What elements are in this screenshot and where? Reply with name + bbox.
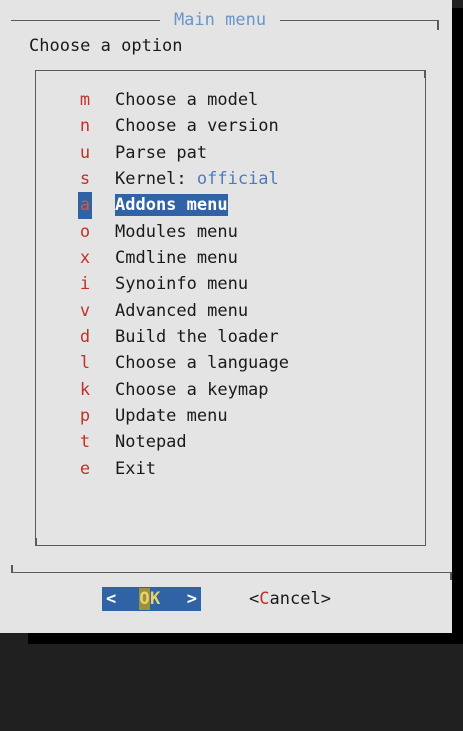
dialog-frame-top-right-corner [437, 20, 439, 30]
menu-item-hotkey: m [79, 90, 91, 110]
menu-item-12[interactable]: p Update menu [78, 403, 228, 429]
menu-item-label-text: Synoinfo menu [115, 274, 249, 295]
menu-item-0[interactable]: m Choose a model [78, 87, 258, 113]
menu-item-hotkey: l [79, 353, 91, 374]
menu-item-label: Modules menu [115, 219, 238, 245]
menu-item-label: Parse pat [115, 140, 207, 166]
menu-item-7[interactable]: i Synoinfo menu [78, 271, 248, 297]
menu-item-hotkey: v [79, 300, 91, 321]
menu-item-2[interactable]: u Parse pat [78, 140, 207, 166]
menu-item-label-text: Choose a model [115, 90, 259, 110]
menu-item-hotkey: o [79, 221, 91, 242]
menu-item-hotkey: s [79, 168, 91, 189]
menu-item-label: Choose a language [115, 350, 289, 376]
menu-item-6[interactable]: x Cmdline menu [78, 245, 238, 271]
menu-item-label: Kernel: official [115, 166, 279, 192]
cancel-button-hotkey: C [259, 589, 270, 609]
button-separator [11, 565, 452, 580]
menu-item-8[interactable]: v Advanced menu [78, 298, 248, 324]
dialog-shadow-bottom [28, 633, 463, 644]
menu-item-label-text: Choose a keymap [115, 379, 269, 400]
menu-item-hotkey: x [79, 247, 91, 268]
menu-item-label-text: Advanced menu [115, 300, 249, 321]
menu-item-9[interactable]: d Build the loader [78, 324, 279, 350]
cancel-button-open: < [249, 589, 260, 609]
menu-item-hotkey: k [79, 379, 91, 400]
menu-item-label: Exit [115, 456, 156, 482]
menu-item-hotkey: a [78, 192, 92, 219]
dialog-prompt: Choose a option [29, 36, 183, 56]
menu-item-label: Addons menu [115, 194, 228, 217]
menu-item-label: Choose a keymap [115, 377, 269, 403]
menu-item-label: Notepad [115, 429, 187, 455]
cancel-button-close: > [320, 589, 331, 609]
menu-item-label-text: Choose a language [115, 353, 289, 374]
menu-item-14[interactable]: e Exit [78, 456, 156, 482]
menu-list-box [35, 70, 426, 546]
menu-item-10[interactable]: l Choose a language [78, 350, 289, 376]
menu-item-hotkey: d [79, 326, 91, 347]
menu-item-label-text: Choose a version [115, 116, 279, 137]
menu-item-hotkey: n [79, 116, 91, 137]
menu-item-label: Advanced menu [115, 298, 248, 324]
menu-item-label-text: Cmdline menu [115, 247, 238, 268]
menu-item-1[interactable]: n Choose a version [78, 113, 279, 139]
ok-button-left-arrow: < [106, 589, 117, 609]
menu-item-label: Update menu [115, 403, 228, 429]
menu-item-label-text: Kernel: [115, 168, 197, 189]
menu-item-hotkey: u [79, 142, 91, 163]
ok-button-label-rest: K [150, 589, 161, 609]
ok-button-hotkey: O [139, 588, 150, 610]
separator-tick-left [11, 565, 13, 573]
menu-item-label: Synoinfo menu [115, 271, 248, 297]
list-box-corner-tr [424, 70, 426, 78]
menu-item-label-text: Parse pat [115, 142, 208, 163]
menu-item-label-text: Update menu [115, 405, 228, 426]
menu-item-value: official [196, 168, 279, 189]
menu-item-hotkey: t [79, 432, 91, 453]
dialog-shadow-right [452, 8, 463, 644]
ok-button-right-arrow: > [186, 589, 197, 609]
menu-item-label: Cmdline menu [115, 245, 238, 271]
main-menu-dialog: Main menu Choose a option m Choose a mode… [0, 0, 452, 633]
menu-item-hotkey: p [79, 405, 91, 426]
menu-item-label: Build the loader [115, 324, 279, 350]
cancel-button[interactable]: <Cancel> [249, 587, 331, 611]
menu-item-label-text: Modules menu [115, 221, 238, 242]
menu-item-label-text: Notepad [115, 432, 187, 453]
menu-item-11[interactable]: k Choose a keymap [78, 377, 269, 403]
menu-item-label-text: Exit [115, 458, 156, 479]
menu-item-hotkey: e [79, 458, 91, 479]
ok-button[interactable]: < O K > [102, 587, 201, 611]
menu-item-label-text: Build the loader [115, 326, 279, 347]
dialog-title: Main menu [160, 9, 280, 31]
menu-item-3[interactable]: s Kernel: official [78, 166, 279, 192]
menu-item-13[interactable]: t Notepad [78, 429, 187, 455]
separator-tick-right [450, 572, 452, 580]
menu-item-label-text: Addons menu [115, 195, 228, 216]
menu-item-4[interactable]: a Addons menu [78, 192, 228, 219]
menu-item-label: Choose a model [115, 87, 258, 113]
menu-list: m Choose a model n Choose a version u Parse p… [78, 87, 289, 482]
menu-item-label: Choose a version [115, 113, 279, 139]
menu-item-hotkey: i [79, 274, 91, 295]
cancel-button-label-rest: ancel [269, 589, 321, 609]
list-box-corner-bl [35, 538, 37, 546]
menu-item-5[interactable]: o Modules menu [78, 219, 238, 245]
